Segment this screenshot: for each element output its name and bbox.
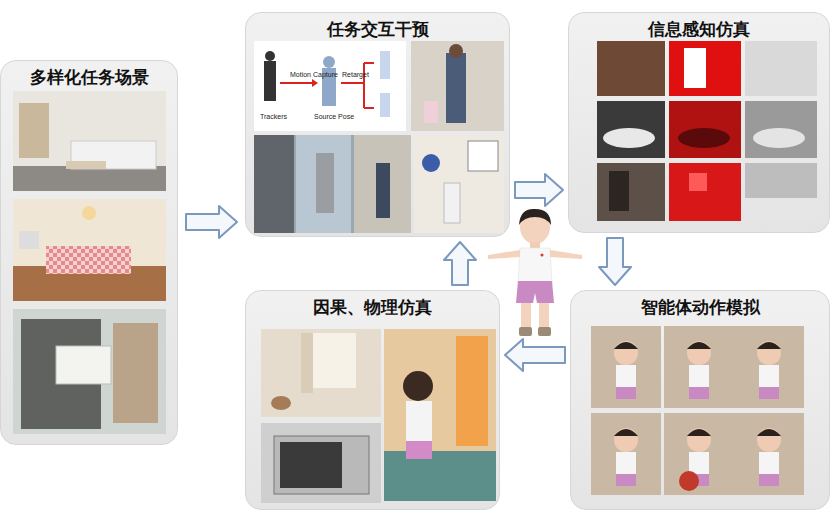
panel-title: 任务交互干预 xyxy=(246,13,509,41)
agent-action-photos xyxy=(571,291,830,511)
panel-box: 信息感知仿真 xyxy=(568,12,830,233)
panel-box: 任务交互干预 Trackers Motion CaptureSource Pose R… xyxy=(245,12,510,237)
perception-maps xyxy=(569,13,830,234)
block-arrow xyxy=(444,242,476,285)
figure-label: Retarget xyxy=(342,71,369,78)
block-arrow xyxy=(515,174,563,206)
interaction-photos xyxy=(246,13,511,238)
physics-photos xyxy=(246,291,501,511)
block-arrow xyxy=(186,206,237,238)
block-arrow xyxy=(505,339,565,371)
panel-title: 因果、物理仿真 xyxy=(246,291,499,319)
panel-box: 因果、物理仿真 xyxy=(245,290,500,510)
panel-title: 智能体动作模拟 xyxy=(571,291,829,319)
figure-label: Trackers xyxy=(260,113,287,120)
panel-title: 多样化任务场景 xyxy=(1,61,177,89)
figure-label: Motion Capture xyxy=(290,71,338,78)
figure-label: Source Pose xyxy=(314,113,354,120)
scene-photos xyxy=(1,61,179,446)
panel-box: 智能体动作模拟 xyxy=(570,290,830,510)
panel-box: 多样化任务场景 xyxy=(0,60,178,445)
panel-title: 信息感知仿真 xyxy=(569,13,829,41)
block-arrow xyxy=(599,238,631,285)
